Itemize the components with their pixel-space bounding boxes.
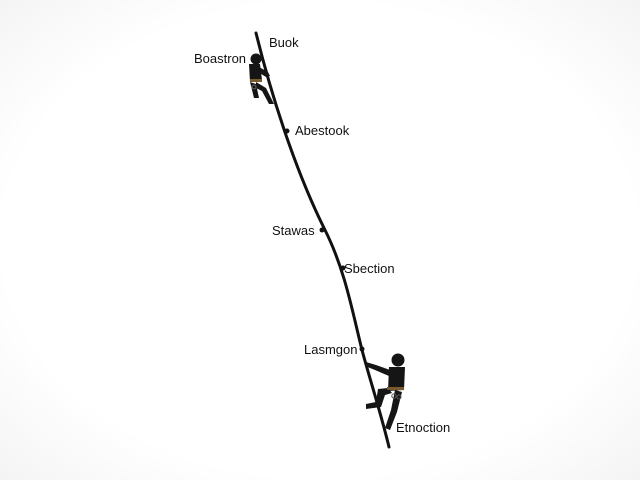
label-top: Buok <box>269 35 299 50</box>
label-upper: Abestook <box>295 123 350 138</box>
rope-marker-lower <box>359 346 365 352</box>
rope-line <box>254 31 391 449</box>
label-middle-left: Stawas <box>272 223 315 238</box>
rope-marker-middle-right <box>340 265 346 271</box>
label-bottom: Etnoction <box>396 420 450 435</box>
label-top-left: Boastron <box>194 51 246 66</box>
label-lower-left: Lasmgon <box>304 342 357 357</box>
rope-marker-upper <box>284 128 290 134</box>
label-middle-right: Sbection <box>344 261 395 276</box>
lower-climber-icon <box>365 353 405 430</box>
upper-climber-icon <box>249 53 274 104</box>
rope-marker-middle-left <box>319 227 325 233</box>
